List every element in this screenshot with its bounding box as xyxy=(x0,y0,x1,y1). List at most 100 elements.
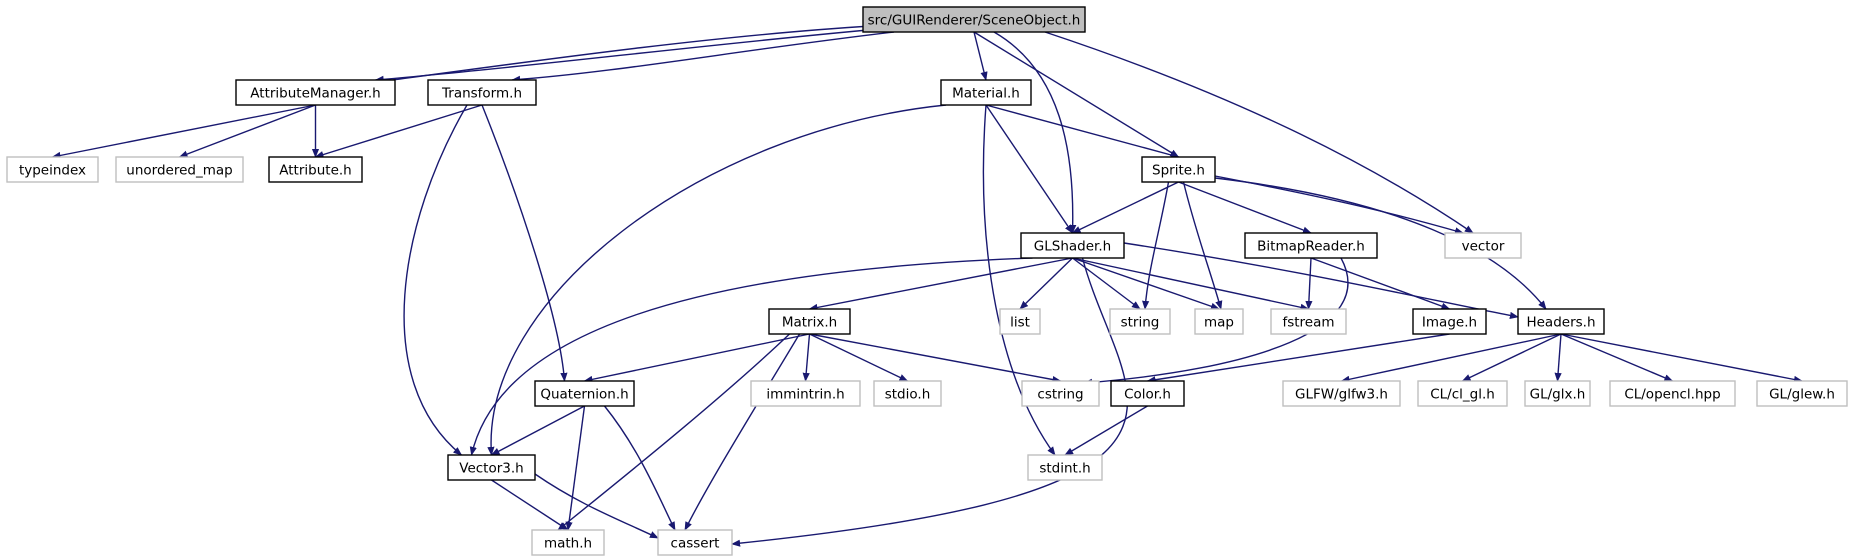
dependency-edge xyxy=(1214,177,1547,310)
node-label: Material.h xyxy=(952,86,1020,102)
node-label: math.h xyxy=(544,536,592,552)
edge-matrix-to-math xyxy=(557,333,790,531)
dependency-edge xyxy=(1178,181,1312,234)
edge-bitmapreader-to-image xyxy=(1310,257,1451,310)
dependency-edge xyxy=(314,104,483,159)
node-glshader[interactable]: GLShader.h xyxy=(1020,232,1125,259)
edge-sprite-to-bitmapreader xyxy=(1178,181,1312,234)
node-map: map xyxy=(1194,308,1244,335)
node-stdio: stdio.h xyxy=(873,380,942,407)
dependency-edge xyxy=(982,104,1056,456)
node-box xyxy=(1444,232,1522,259)
dependency-edge xyxy=(985,104,1180,159)
node-root[interactable]: src/GUIRenderer/SceneObject.h xyxy=(862,6,1086,33)
edge-color-to-stdint xyxy=(1064,405,1148,456)
edge-attrmgr-to-root xyxy=(385,22,873,82)
node-vector3[interactable]: Vector3.h xyxy=(447,454,536,481)
node-label: Quaternion.h xyxy=(540,387,628,403)
node-label: BitmapReader.h xyxy=(1257,239,1365,255)
node-label: Image.h xyxy=(1422,315,1477,331)
node-quaternion[interactable]: Quaternion.h xyxy=(534,380,635,407)
node-glx: GL/glx.h xyxy=(1524,380,1591,407)
node-material[interactable]: Material.h xyxy=(940,79,1032,106)
dependency-edge xyxy=(1146,333,1450,384)
node-label: Attribute.h xyxy=(279,163,351,179)
edge-bitmapreader-to-fstream xyxy=(1305,257,1313,310)
edge-vector3-to-cassert xyxy=(534,473,659,539)
dependency-edge xyxy=(808,257,1073,311)
node-box xyxy=(1194,308,1244,335)
edge-matrix-to-cassert xyxy=(684,333,801,531)
node-box xyxy=(427,79,537,106)
node-transform[interactable]: Transform.h xyxy=(427,79,537,106)
edge-headers-to-glew xyxy=(1560,333,1803,383)
dependency-edge xyxy=(1310,257,1451,310)
node-box xyxy=(1609,380,1736,407)
node-box xyxy=(657,529,733,556)
dependency-edge xyxy=(1142,181,1170,310)
node-sprite[interactable]: Sprite.h xyxy=(1141,156,1216,183)
node-label: AttributeManager.h xyxy=(250,86,380,102)
edge-glshader-to-list xyxy=(1019,257,1073,310)
edge-transform-to-vector3 xyxy=(403,104,468,456)
dependency-edge xyxy=(491,479,569,531)
dependency-edge xyxy=(1071,181,1179,234)
edge-glshader-to-fstream xyxy=(1072,257,1310,311)
edge-transform-to-attribute xyxy=(314,104,483,159)
node-label: stdio.h xyxy=(885,387,931,403)
dependency-edge xyxy=(1044,31,1474,234)
node-label: GLFW/glfw3.h xyxy=(1295,387,1388,403)
node-label: fstream xyxy=(1282,315,1334,331)
dependency-edge xyxy=(684,333,801,531)
edge-root-to-transform xyxy=(511,31,895,83)
dependency-edge xyxy=(1214,175,1464,235)
edge-headers-to-glx xyxy=(1554,333,1562,382)
node-box xyxy=(1020,232,1125,259)
node-attribute[interactable]: Attribute.h xyxy=(268,156,363,183)
node-box xyxy=(768,308,851,335)
node-bitmapreader[interactable]: BitmapReader.h xyxy=(1244,232,1378,259)
edge-glshader-to-string xyxy=(1072,257,1141,310)
node-label: immintrin.h xyxy=(766,387,844,403)
dependency-edge xyxy=(487,104,947,456)
node-vector: vector xyxy=(1444,232,1522,259)
nodes-layer: src/GUIRenderer/SceneObject.hAttributeMa… xyxy=(6,6,1848,556)
node-box xyxy=(6,156,99,183)
edges-layer xyxy=(51,22,1803,547)
node-list: list xyxy=(999,308,1041,335)
edge-sprite-to-map xyxy=(1182,181,1223,310)
node-box xyxy=(1244,232,1378,259)
node-box xyxy=(1756,380,1848,407)
node-unordered_map: unordered_map xyxy=(115,156,244,183)
node-label: typeindex xyxy=(19,163,86,179)
node-label: string xyxy=(1121,315,1160,331)
edge-transform-to-quaternion xyxy=(481,104,568,382)
edge-headers-to-opencl xyxy=(1560,333,1674,382)
edge-material-to-glshader xyxy=(985,104,1074,234)
node-attrmgr[interactable]: AttributeManager.h xyxy=(235,79,396,106)
node-box xyxy=(940,79,1032,106)
node-image[interactable]: Image.h xyxy=(1412,308,1487,335)
node-label: Matrix.h xyxy=(782,315,837,331)
node-label: map xyxy=(1204,315,1234,331)
node-color[interactable]: Color.h xyxy=(1110,380,1185,407)
edge-sprite-to-vector xyxy=(1214,175,1464,235)
node-box xyxy=(1109,308,1171,335)
dependency-edge xyxy=(809,333,909,382)
dependency-edge xyxy=(603,405,676,531)
node-label: list xyxy=(1010,315,1030,331)
dependency-edge xyxy=(490,405,585,456)
edge-vector3-to-math xyxy=(491,479,569,531)
dependency-edge xyxy=(1560,333,1674,382)
node-headers[interactable]: Headers.h xyxy=(1517,308,1605,335)
node-label: Transform.h xyxy=(441,86,522,102)
dependency-edge xyxy=(583,333,810,383)
dependency-edge xyxy=(403,104,468,456)
node-label: CL/opencl.hpp xyxy=(1624,387,1720,403)
node-label: Headers.h xyxy=(1526,315,1595,331)
node-box xyxy=(531,529,605,556)
edge-root-to-material xyxy=(973,31,988,81)
node-matrix[interactable]: Matrix.h xyxy=(768,308,851,335)
edge-matrix-to-stdio xyxy=(809,333,909,382)
dependency-edge xyxy=(993,31,1077,234)
